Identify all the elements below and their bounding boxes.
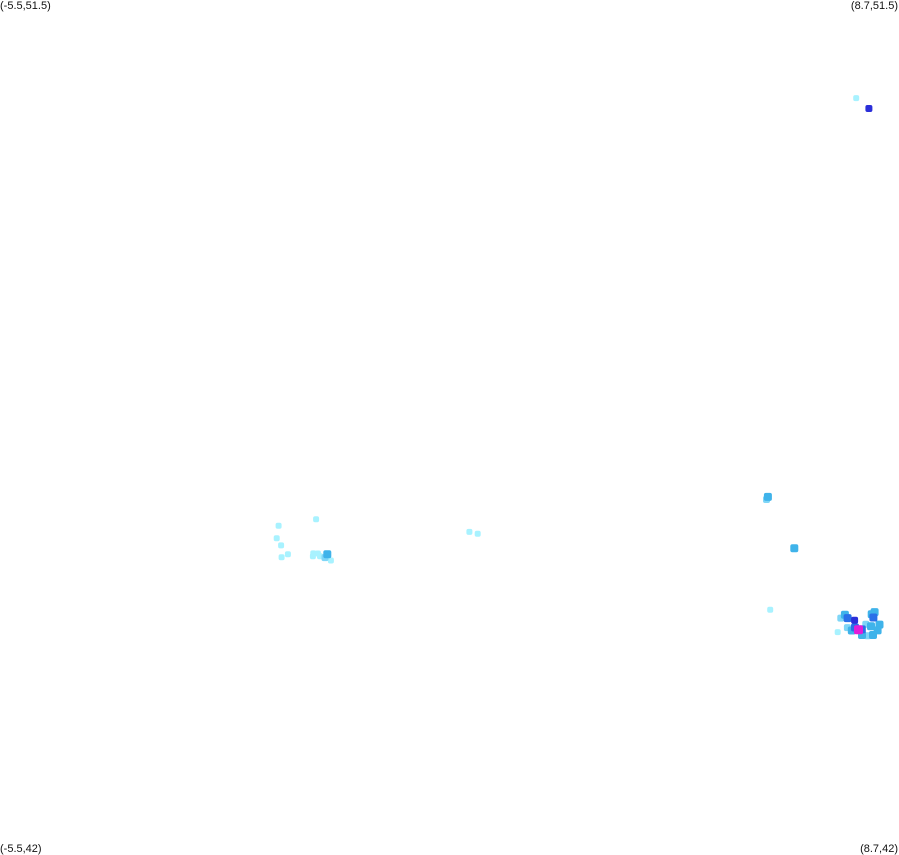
- density-point: [843, 614, 852, 623]
- corner-label-top-right: (8.7,51.5): [850, 0, 898, 12]
- density-point: [767, 606, 774, 613]
- density-point: [309, 553, 316, 560]
- density-point: [869, 613, 878, 622]
- density-point: [284, 551, 291, 558]
- density-point: [854, 625, 863, 635]
- density-point: [313, 516, 320, 523]
- density-point: [278, 554, 285, 561]
- density-point: [275, 522, 282, 529]
- density-point: [327, 557, 334, 564]
- density-point: [466, 528, 473, 535]
- density-point: [853, 95, 860, 102]
- density-point: [278, 542, 285, 549]
- density-point: [790, 544, 799, 553]
- density-point: [273, 535, 280, 542]
- density-point: [869, 631, 877, 639]
- corner-label-top-left: (-5.5,51.5): [0, 0, 51, 12]
- density-point: [834, 629, 841, 636]
- density-point: [865, 105, 873, 112]
- density-point: [763, 492, 772, 501]
- density-points-layer: [273, 95, 884, 640]
- density-point: [867, 622, 875, 631]
- density-point: [323, 550, 332, 559]
- density-point: [851, 616, 859, 624]
- density-point: [474, 530, 481, 537]
